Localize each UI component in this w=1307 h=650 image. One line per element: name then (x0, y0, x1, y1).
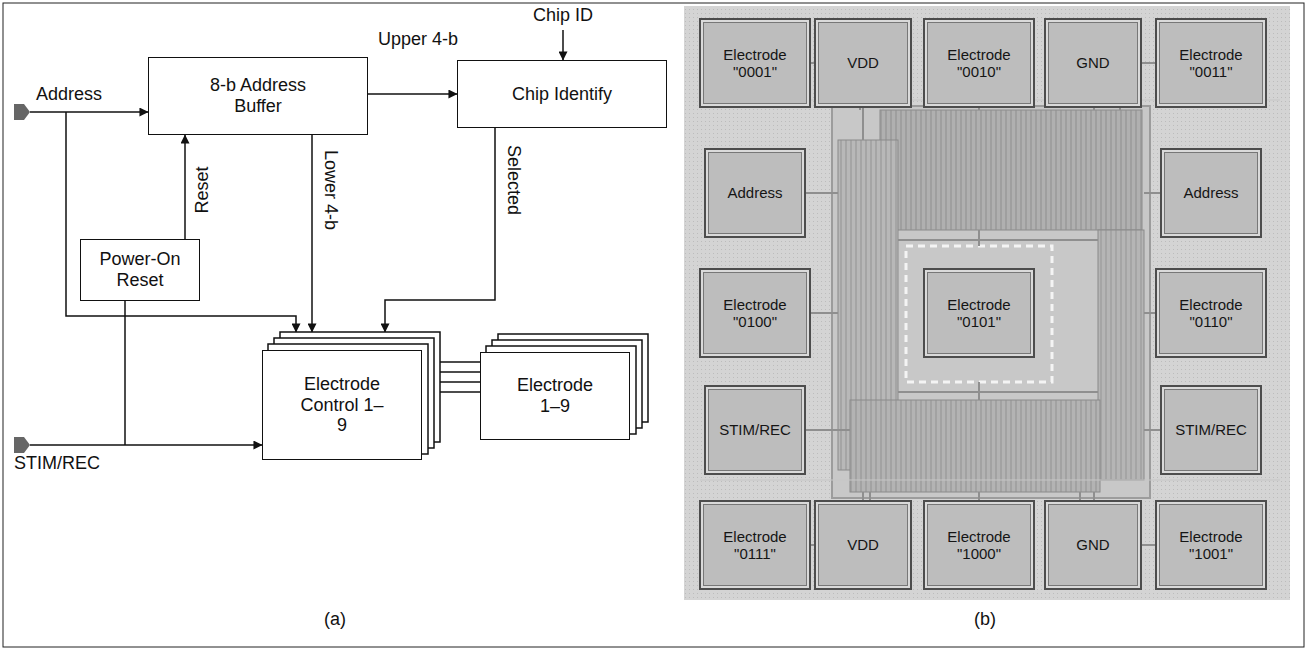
node-text: Address (1183, 184, 1238, 201)
logic-cells (1098, 230, 1144, 480)
connector-line (184, 135, 186, 239)
signal-connector (368, 94, 457, 95)
core-area (832, 106, 1150, 498)
connector-line (440, 381, 480, 383)
bond-pad: Electrode "1001" (1155, 500, 1267, 590)
bond-pad: Electrode "0001" (699, 18, 811, 108)
bond-pad: STIM/REC (1160, 385, 1262, 475)
input-port (14, 104, 30, 120)
bond-pad: Electrode "0111" (699, 500, 811, 590)
stim-rec-wire (30, 444, 262, 446)
node-text: Electrode "0011" (1169, 46, 1253, 81)
logic-block (880, 110, 1142, 230)
bond-pad: Electrode "0010" (923, 18, 1035, 108)
connector-line (385, 128, 495, 332)
connector-line (440, 371, 480, 373)
node-text: STIM/REC (719, 421, 791, 438)
signal-connector (185, 135, 186, 239)
logic-cells (880, 110, 1142, 230)
signal-label: Reset (193, 164, 213, 215)
die-background (684, 6, 1290, 600)
address-wire (66, 112, 296, 332)
node-text: Chip Identify (512, 84, 612, 105)
node-text: Electrode "1000" (937, 528, 1021, 563)
signal-label: Selected (503, 143, 523, 217)
node-text: Electrode "0001" (713, 46, 797, 81)
signal-connector (385, 128, 495, 332)
bond-pad: GND (1044, 18, 1142, 108)
node-text: GND (1076, 536, 1109, 553)
process-box: 8-b Address Buffer (148, 57, 368, 135)
bond-pad: VDD (814, 500, 912, 590)
connector-line (440, 361, 480, 363)
bond-pad: Electrode "0011" (1155, 18, 1267, 108)
signal-label: STIM/REC (12, 454, 102, 474)
bond-pad: Address (1160, 148, 1262, 238)
address-wire (30, 111, 148, 113)
panel-label: (b) (972, 610, 998, 630)
metal-route (700, 100, 1280, 480)
guard-ring (906, 246, 1052, 382)
node-text: 8-b Address Buffer (196, 75, 321, 116)
node-text: Power-On Reset (95, 249, 185, 290)
signal-label: Lower 4-b (320, 148, 340, 232)
connector-line (368, 93, 457, 95)
figure-frame (3, 3, 1304, 647)
node-text: Electrode "0110" (1169, 296, 1253, 331)
bond-pad: VDD (814, 18, 912, 108)
logic-block (1098, 230, 1144, 480)
connector-line (440, 391, 480, 393)
logic-block (850, 400, 1100, 492)
bond-pad: STIM/REC (704, 385, 806, 475)
logic-cells (850, 400, 1100, 492)
process-box: Power-On Reset (80, 239, 200, 301)
signal-label: Chip ID (531, 6, 595, 26)
node-text: GND (1076, 54, 1109, 71)
bond-pad: Electrode "1000" (923, 500, 1035, 590)
metal-route (806, 63, 1160, 545)
die-texture (684, 6, 1290, 600)
chip-id-wire (562, 30, 564, 60)
stacked-box: Electrode 1–9 (480, 352, 630, 440)
node-text: Electrode "0010" (937, 46, 1021, 81)
node-text: Electrode "0100" (713, 296, 797, 331)
node-text: Electrode "0111" (713, 528, 797, 563)
input-port (14, 437, 30, 453)
node-text: Electrode 1–9 (511, 375, 599, 416)
signal-connector (312, 135, 313, 332)
process-box: Chip Identify (457, 60, 667, 128)
node-text: Address (727, 184, 782, 201)
bond-pad: Electrode "0100" (699, 268, 811, 358)
stacked-box: Electrode Control 1–9 (262, 350, 422, 460)
node-text: STIM/REC (1175, 421, 1247, 438)
node-text: VDD (847, 536, 879, 553)
node-text: Electrode Control 1–9 (298, 374, 386, 436)
node-text: Electrode "1001" (1169, 528, 1253, 563)
bond-pad: GND (1044, 500, 1142, 590)
node-text: Electrode "0101" (937, 296, 1021, 331)
signal-label: Upper 4-b (376, 30, 460, 50)
signal-connector (440, 362, 480, 392)
node-text: VDD (847, 54, 879, 71)
bond-pad: Electrode "0110" (1155, 268, 1267, 358)
panel-label: (a) (322, 610, 348, 630)
bond-pad: Electrode "0101" (923, 268, 1035, 358)
bond-pad: Address (704, 148, 806, 238)
connector-line (311, 135, 313, 332)
signal-label: Address (34, 85, 104, 105)
stim-rec-wire (124, 300, 126, 445)
